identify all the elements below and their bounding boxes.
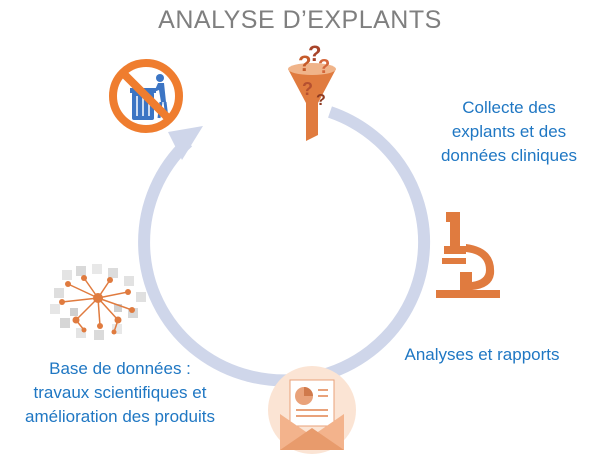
- step-collect-label: Collecte des explants et des données cli…: [418, 96, 600, 168]
- svg-text:?: ?: [316, 92, 326, 109]
- svg-text:?: ?: [318, 56, 330, 78]
- step-collect-line: Collecte des: [462, 98, 556, 117]
- step-analyses-label: Analyses et rapports: [392, 343, 572, 367]
- page-title: ANALYSE D’EXPLANTS: [158, 6, 442, 34]
- no-trash-icon: [109, 59, 183, 133]
- report-envelope-icon: [268, 366, 356, 454]
- svg-text:?: ?: [302, 79, 313, 99]
- microscope-icon: [436, 212, 500, 298]
- cycle-arrowhead: [168, 126, 203, 160]
- step-analyses-line: Analyses et rapports: [404, 345, 560, 364]
- step-database-label: Base de données : travaux scientifiques …: [0, 357, 240, 429]
- step-database-line: Base de données :: [49, 359, 191, 378]
- step-collect-line: explants et des: [451, 122, 567, 141]
- step-collect-line: données cliniques: [440, 146, 578, 165]
- step-database-line: amélioration des produits: [25, 407, 215, 426]
- network-database-icon: [50, 264, 146, 340]
- funnel-question-icon: ? ? ? ? ?: [288, 41, 336, 141]
- svg-text:?: ?: [308, 41, 321, 66]
- cycle-arrow: [138, 106, 431, 387]
- svg-text:?: ?: [298, 51, 311, 76]
- step-database-line: travaux scientifiques et: [33, 383, 207, 402]
